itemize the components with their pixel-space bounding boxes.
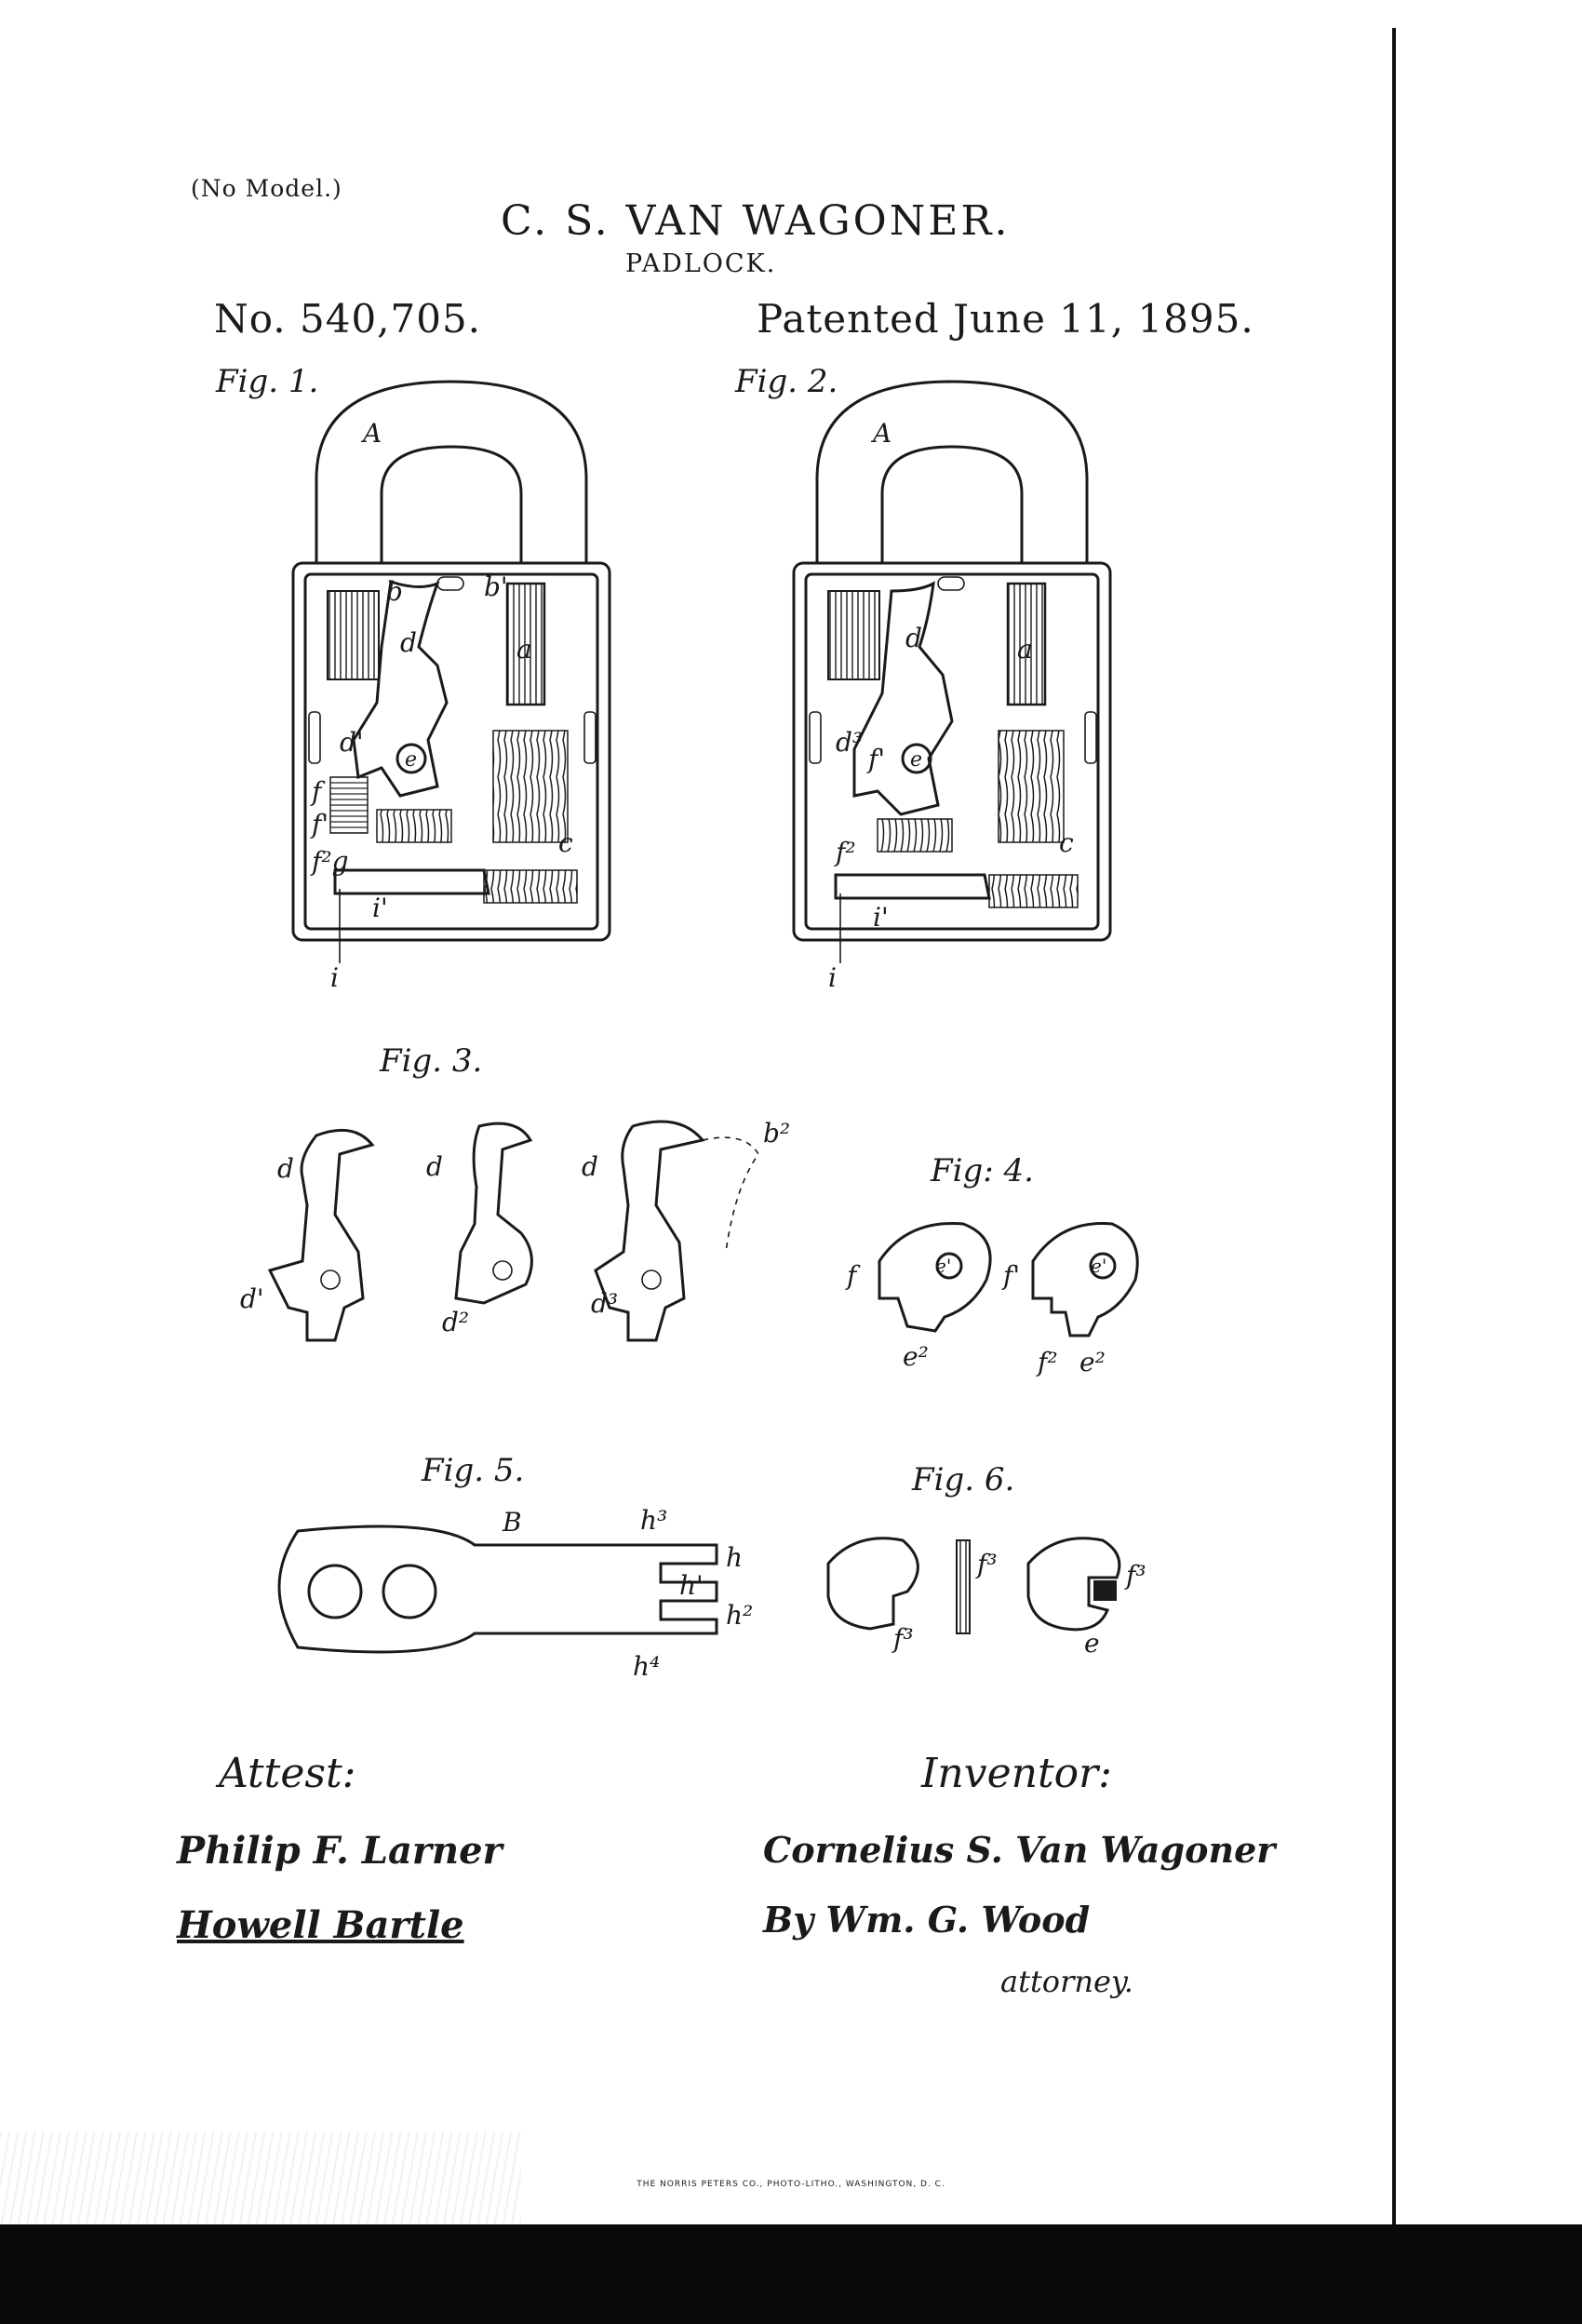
svg-text:b: b — [386, 576, 403, 607]
inventor-signature: Cornelius S. Van Wagoner — [763, 1829, 1276, 1871]
svg-text:i': i' — [873, 902, 889, 933]
svg-text:b': b' — [484, 571, 508, 602]
fig-1-drawing: A b b' a d d' e c f f' f²g i' i — [291, 380, 611, 993]
attest-label: Attest: — [219, 1750, 356, 1797]
label-A: A — [360, 418, 382, 449]
svg-text:h²: h² — [726, 1600, 753, 1631]
inventor-label: Inventor: — [921, 1750, 1112, 1797]
fig-4-label: Fig: 4. — [931, 1152, 1034, 1189]
svg-text:f: f — [845, 1260, 861, 1291]
svg-text:f': f' — [310, 809, 328, 840]
svg-text:f²: f² — [1036, 1347, 1058, 1377]
svg-text:e: e — [910, 748, 922, 772]
fig-3-drawing: d d' d d² d d³ b² — [240, 1118, 790, 1342]
svg-text:h⁴: h⁴ — [633, 1651, 660, 1682]
svg-text:d': d' — [340, 727, 364, 758]
attorney-label: attorney. — [1000, 1964, 1133, 1999]
witness-signature-1: Philip F. Larner — [177, 1829, 503, 1873]
svg-text:a: a — [1017, 634, 1033, 665]
svg-text:d³: d³ — [591, 1288, 618, 1319]
witness-signature-2: Howell Bartle — [177, 1903, 464, 1947]
scan-bottom-band — [0, 2224, 1582, 2324]
fig-6-label: Fig. 6. — [912, 1461, 1015, 1498]
fig-4-drawing: f e' e² f' e' f² e² — [845, 1222, 1139, 1377]
svg-text:i: i — [330, 962, 339, 993]
svg-text:e: e — [1084, 1628, 1100, 1659]
svg-text:f²g: f²g — [310, 846, 349, 877]
fig-6-drawing: f³ f³ f³ e — [826, 1537, 1146, 1659]
svg-text:d: d — [582, 1151, 598, 1182]
svg-text:e: e — [405, 748, 417, 772]
svg-text:d': d' — [240, 1283, 264, 1314]
printer-imprint: THE NORRIS PETERS CO., PHOTO-LITHO., WAS… — [637, 2180, 945, 2189]
no-model-note: (No Model.) — [191, 175, 342, 202]
svg-text:h³: h³ — [640, 1505, 667, 1536]
svg-text:f³: f³ — [1124, 1560, 1146, 1591]
fig-2-label: Fig. 2. — [735, 363, 838, 400]
scan-speckle — [0, 2131, 521, 2224]
svg-text:c: c — [1059, 827, 1074, 858]
svg-text:i': i' — [372, 893, 388, 923]
svg-text:a: a — [516, 634, 532, 665]
svg-text:d: d — [400, 627, 417, 658]
svg-text:f': f' — [866, 744, 885, 774]
fig-2-drawing: A a d d³ f' e c f² i' i — [792, 380, 1112, 993]
svg-text:A: A — [870, 418, 892, 449]
patent-number: No. 540,705. — [214, 296, 482, 342]
svg-text:d: d — [277, 1153, 294, 1184]
svg-text:d: d — [905, 623, 922, 653]
svg-text:e': e' — [935, 1255, 951, 1277]
svg-text:h: h — [726, 1542, 743, 1573]
svg-text:d²: d² — [442, 1307, 469, 1337]
inventor-heading: C. S. VAN WAGONER. — [501, 197, 1011, 245]
svg-text:h': h' — [679, 1570, 704, 1601]
attorney-signature: By Wm. G. Wood — [763, 1899, 1091, 1941]
svg-text:b²: b² — [763, 1118, 790, 1149]
svg-text:i: i — [828, 962, 837, 993]
patent-date: Patented June 11, 1895. — [757, 296, 1254, 342]
svg-text:e': e' — [1091, 1255, 1106, 1277]
page-border-rule — [1392, 28, 1396, 2224]
fig-1-label: Fig. 1. — [216, 363, 319, 400]
svg-text:f³: f³ — [975, 1549, 998, 1579]
svg-text:f²: f² — [834, 837, 856, 867]
fig-5-label: Fig. 5. — [422, 1452, 525, 1489]
svg-text:f³: f³ — [892, 1623, 914, 1654]
svg-text:e²: e² — [1079, 1347, 1106, 1377]
patent-subject: PADLOCK. — [625, 249, 777, 278]
svg-text:f': f' — [1001, 1260, 1020, 1291]
svg-text:e²: e² — [903, 1341, 929, 1372]
fig-3-label: Fig. 3. — [380, 1042, 483, 1080]
svg-text:d: d — [426, 1151, 443, 1182]
svg-text:d³: d³ — [836, 727, 863, 758]
svg-text:f: f — [310, 776, 326, 807]
svg-text:c: c — [558, 827, 573, 858]
svg-text:B: B — [502, 1507, 522, 1538]
fig-5-drawing: B h³ h h' h² h⁴ — [277, 1505, 753, 1682]
